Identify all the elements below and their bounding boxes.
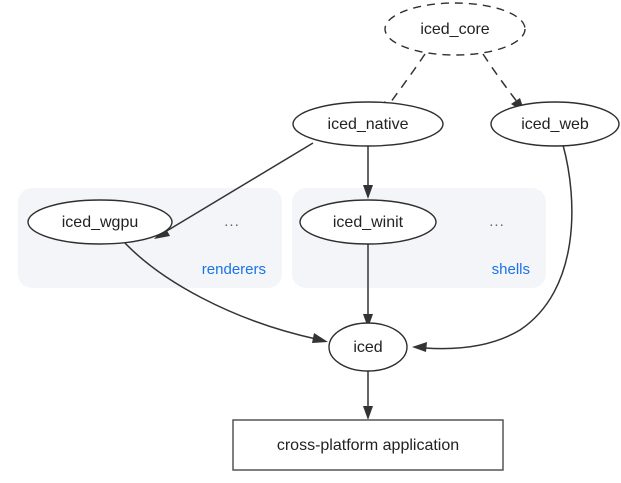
node-iced-native-shape[interactable] xyxy=(292,101,444,147)
node-iced-web-label: iced_web xyxy=(521,116,589,133)
node-iced-winit-shape[interactable] xyxy=(299,199,437,245)
arrowhead xyxy=(363,185,373,199)
edge-iced-native-to-iced-winit xyxy=(363,146,373,199)
cluster-shells-ellipsis: ... xyxy=(489,213,505,230)
node-iced-shape[interactable] xyxy=(328,322,408,372)
node-iced-core-label: iced_core xyxy=(420,21,489,38)
node-iced-winit-label: iced_winit xyxy=(333,214,404,231)
edge-iced-web-to-iced xyxy=(412,144,573,352)
cluster-renderers-ellipsis: ... xyxy=(224,213,240,230)
node-iced-native[interactable]: iced_native xyxy=(292,101,444,147)
edge-path xyxy=(424,144,573,350)
node-iced-core-shape[interactable] xyxy=(384,2,526,56)
node-iced-web[interactable]: iced_web xyxy=(490,101,620,147)
node-iced-winit[interactable]: iced_winit xyxy=(299,199,437,245)
cluster-shells-label: shells xyxy=(492,261,530,278)
arrowhead xyxy=(412,342,427,352)
edge-iced-to-application xyxy=(363,371,373,420)
node-iced-web-shape[interactable] xyxy=(490,101,620,147)
node-application-shape[interactable] xyxy=(232,419,504,471)
node-iced-wgpu-label: iced_wgpu xyxy=(62,214,139,231)
node-iced-label: iced xyxy=(353,339,382,356)
node-iced-wgpu[interactable]: iced_wgpu xyxy=(27,199,173,245)
edge-path xyxy=(482,53,519,104)
arrowhead xyxy=(312,333,328,343)
node-cross-platform-application[interactable]: cross-platform application xyxy=(232,419,504,471)
node-iced-wgpu-shape[interactable] xyxy=(27,199,173,245)
edge-path xyxy=(387,53,426,107)
node-application-label: cross-platform application xyxy=(277,437,459,454)
node-iced[interactable]: iced xyxy=(328,322,408,372)
arrowhead xyxy=(363,406,373,420)
edge-iced-wgpu-to-iced xyxy=(123,241,328,343)
edge-path xyxy=(164,142,314,233)
cluster-renderers-label: renderers xyxy=(202,261,266,278)
edge-iced-core-to-iced-web xyxy=(482,53,525,113)
node-iced-native-label: iced_native xyxy=(328,116,409,133)
node-iced-core[interactable]: iced_core xyxy=(384,2,526,56)
edge-path xyxy=(123,241,317,340)
edge-iced-winit-to-iced xyxy=(363,243,373,328)
arrowhead xyxy=(363,314,373,328)
